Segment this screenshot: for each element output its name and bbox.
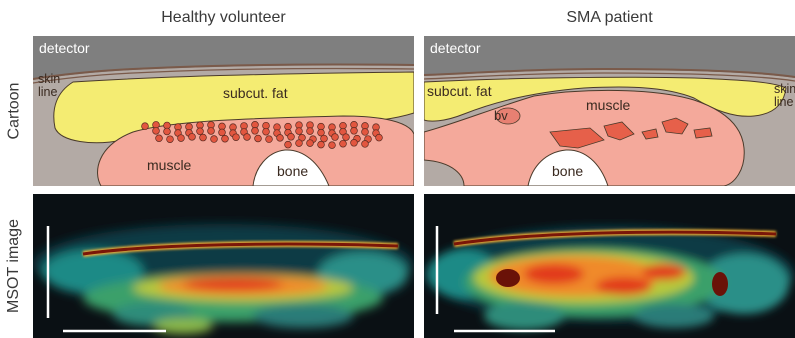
muscle-fiber-dot [285, 141, 292, 148]
muscle-fiber-dot [164, 128, 171, 135]
muscle-fiber-dot [351, 139, 358, 146]
muscle-fiber-dot [362, 141, 369, 148]
muscle-fiber-dot [340, 140, 347, 147]
muscle-fiber-dot [219, 129, 226, 136]
bone-label: bone [277, 163, 308, 179]
muscle-fiber-dot [142, 123, 149, 130]
muscle-fiber-dot [296, 140, 303, 147]
muscle-fiber-dot [318, 141, 325, 148]
muscle-fiber-dot [222, 135, 229, 142]
muscle-fiber-dot [178, 135, 185, 142]
column-title-sma: SMA patient [424, 6, 795, 30]
detector-label: detector [39, 40, 90, 56]
muscle-fiber-dot [252, 127, 259, 134]
sma-msot-image [424, 194, 795, 338]
muscle-fiber-dot [329, 142, 336, 149]
muscle-label: muscle [586, 97, 631, 113]
muscle-fiber-dot [296, 128, 303, 135]
fat-label: subcut. fat [427, 83, 492, 99]
muscle-fiber-dot [266, 136, 273, 143]
muscle-fiber-dot [153, 127, 160, 134]
muscle-fiber-dot [362, 129, 369, 136]
muscle-fiber-dot [263, 128, 270, 135]
muscle-fiber-dot [167, 136, 174, 143]
column-title-healthy: Healthy volunteer [33, 6, 414, 30]
muscle-fiber-dot [244, 134, 251, 141]
row-label-msot: MSOT image [0, 194, 28, 338]
muscle-fiber-dot [156, 135, 163, 142]
muscle-fiber-dot [233, 134, 240, 141]
muscle-fiber-dot [189, 133, 196, 140]
muscle-fiber-dot [288, 133, 295, 140]
muscle-label: muscle [147, 157, 192, 173]
blood-vessel-label: bv [494, 108, 508, 123]
row-label-cartoon: Cartoon [0, 36, 28, 186]
bone-label: bone [552, 163, 583, 179]
muscle-fiber-dot [307, 140, 314, 147]
muscle-fiber-dot [211, 136, 218, 143]
muscle-fiber-dot [208, 128, 215, 135]
muscle-fiber-dot [255, 135, 262, 142]
muscle-fiber-dot [200, 134, 207, 141]
muscle-fiber-dot [197, 128, 204, 135]
muscle-fiber-dot [277, 134, 284, 141]
lesion-5 [694, 128, 712, 138]
muscle-fiber-dot [307, 128, 314, 135]
muscle-fiber-dot [376, 134, 383, 141]
healthy-msot-image [33, 194, 414, 338]
muscle-fiber-dot [343, 134, 350, 141]
muscle-fiber-dot [332, 134, 339, 141]
fat-label: subcut. fat [223, 85, 288, 101]
detector-label: detector [430, 40, 481, 56]
muscle-fiber-dot [351, 127, 358, 134]
